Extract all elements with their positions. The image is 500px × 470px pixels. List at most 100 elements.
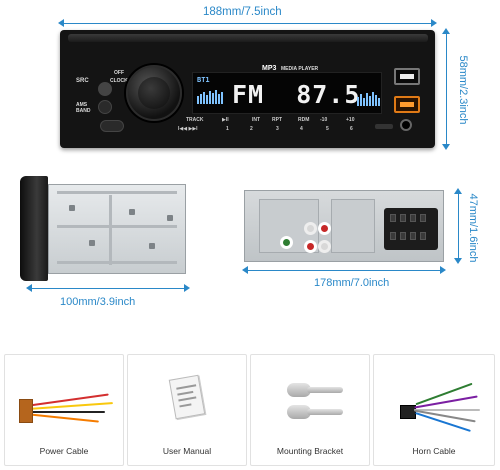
accessory-power-cable: Power Cable xyxy=(4,354,124,466)
arrow-right-icon xyxy=(431,19,437,27)
prev-next-button[interactable]: I◀◀ ▶▶I xyxy=(178,126,198,132)
manual-icon xyxy=(168,374,206,420)
rca-red xyxy=(304,240,317,253)
side-depth-label: 100mm/3.9inch xyxy=(60,296,136,308)
manual-line xyxy=(176,384,197,390)
eq-bars-left xyxy=(197,90,223,104)
back-width-line xyxy=(244,270,444,271)
manual-line xyxy=(177,390,194,396)
rpt-label: RPT xyxy=(272,117,282,123)
iso-pin xyxy=(420,232,426,240)
rdm-label: RDM xyxy=(298,117,310,123)
wire-orange xyxy=(29,413,99,423)
chassis-hole xyxy=(89,240,95,246)
iso-connector xyxy=(384,208,438,250)
wire-black xyxy=(29,411,105,413)
src-button[interactable]: SRC xyxy=(76,78,89,84)
display-bt-label: BT1 xyxy=(197,76,210,84)
chassis-hole xyxy=(149,243,155,249)
arrow-left-icon xyxy=(58,19,64,27)
arrow-right-icon xyxy=(440,266,446,274)
top-trim xyxy=(68,34,428,42)
wire-white xyxy=(414,409,480,411)
iso-pin xyxy=(400,232,406,240)
ams-band-button[interactable]: AMS BAND xyxy=(76,102,91,114)
bracket-icon xyxy=(287,405,311,419)
back-height-label: 47mm/1.6inch xyxy=(467,193,479,263)
volume-knob[interactable] xyxy=(126,65,182,121)
accessory-user-manual: User Manual xyxy=(127,354,247,466)
arrow-down-icon xyxy=(442,144,450,150)
manual-line xyxy=(179,403,192,408)
arrow-left-icon xyxy=(242,266,248,274)
side-view xyxy=(20,176,190,281)
preset-3-button[interactable]: 3 xyxy=(276,126,279,132)
usb-charge-port xyxy=(394,96,420,113)
arrow-down-icon xyxy=(454,258,462,264)
side-chassis xyxy=(48,184,186,274)
clock-label: CLOCK xyxy=(110,78,128,84)
preset-6-button[interactable]: 6 xyxy=(350,126,353,132)
usb-slot xyxy=(400,74,414,79)
mute-button[interactable] xyxy=(98,100,112,114)
rca-white xyxy=(318,240,331,253)
int-label: INT xyxy=(252,117,261,123)
connector-icon xyxy=(19,399,33,423)
rca-red xyxy=(318,222,331,235)
accessory-label: User Manual xyxy=(162,446,212,456)
iso-pin xyxy=(390,214,396,222)
chassis-rib xyxy=(57,191,177,194)
accessory-mounting-bracket: Mounting Bracket xyxy=(250,354,370,466)
rca-green xyxy=(280,236,293,249)
usb-port xyxy=(394,68,420,85)
side-faceplate xyxy=(20,176,48,281)
arrow-left-icon xyxy=(26,284,32,292)
back-height-line xyxy=(458,190,459,262)
mp3-badge: MP3 xyxy=(262,65,277,72)
arrow-up-icon xyxy=(454,188,462,194)
aux-jack xyxy=(400,119,412,131)
iso-pin xyxy=(420,214,426,222)
accessory-horn-cable: Horn Cable xyxy=(373,354,495,466)
iso-pin xyxy=(390,232,396,240)
manual-line xyxy=(178,396,197,402)
bracket-icon xyxy=(307,387,343,393)
back-plate xyxy=(331,199,375,253)
phone-button[interactable] xyxy=(100,120,124,132)
preset-4-button[interactable]: 4 xyxy=(300,126,303,132)
chassis-rib xyxy=(57,225,177,228)
chassis-rib xyxy=(109,195,112,265)
lcd-display xyxy=(192,72,382,114)
iso-pin xyxy=(410,214,416,222)
media-player-badge: MEDIA PLAYER xyxy=(281,66,319,72)
preset-5-button[interactable]: 5 xyxy=(326,126,329,132)
microphone-icon xyxy=(98,82,112,96)
chassis-hole xyxy=(69,205,75,211)
card-slot xyxy=(375,124,393,129)
preset-2-button[interactable]: 2 xyxy=(250,126,253,132)
arrow-right-icon xyxy=(184,284,190,292)
iso-pin xyxy=(410,232,416,240)
bracket-icon xyxy=(287,383,311,397)
off-label: OFF xyxy=(114,70,124,76)
accessory-label: Power Cable xyxy=(39,446,89,456)
front-width-label: 188mm/7.5inch xyxy=(203,6,282,18)
knob-center xyxy=(138,77,170,109)
front-width-line xyxy=(60,23,435,24)
minus10-label: -10 xyxy=(320,117,328,123)
accessory-label: Mounting Bracket xyxy=(276,446,344,456)
back-width-label: 178mm/7.0inch xyxy=(314,277,390,289)
front-height-label: 58mm/2.3inch xyxy=(457,55,469,125)
play-pause-button[interactable]: ▶II xyxy=(222,117,229,123)
accessory-label: Horn Cable xyxy=(412,446,456,456)
display-frequency: FM 87.5 xyxy=(232,80,361,109)
chassis-hole xyxy=(129,209,135,215)
preset-1-button[interactable]: 1 xyxy=(226,126,229,132)
chassis-hole xyxy=(167,215,173,221)
arrow-up-icon xyxy=(442,28,450,34)
side-depth-line xyxy=(28,288,188,289)
iso-pin xyxy=(400,214,406,222)
connector-icon xyxy=(400,405,416,419)
bracket-icon xyxy=(307,409,343,415)
rca-white xyxy=(304,222,317,235)
